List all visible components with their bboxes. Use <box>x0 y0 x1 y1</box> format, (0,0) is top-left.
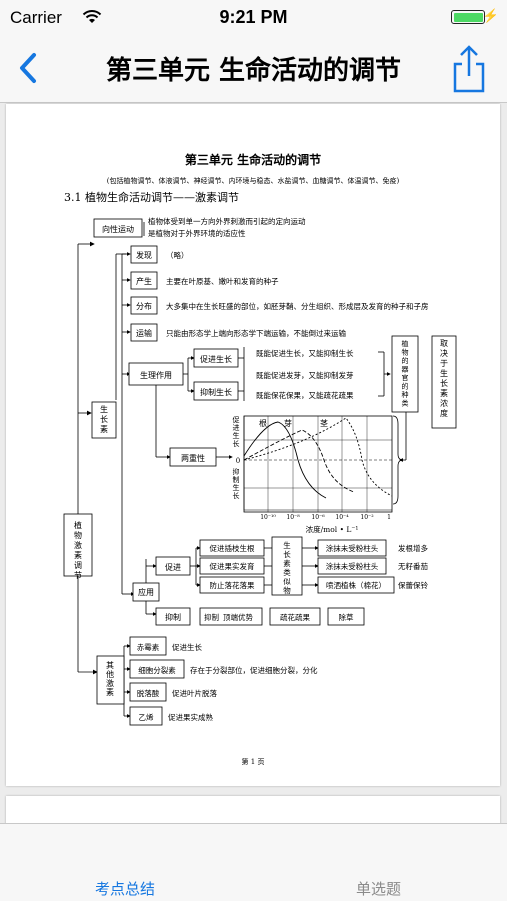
app-result-2: 涂抹未受粉柱头 <box>326 561 379 571</box>
hormone-desc-4: 促进果实成熟 <box>168 712 213 722</box>
production-desc: 主要在叶原基、嫩叶和发育的种子 <box>166 276 279 286</box>
x-tick-6: 1 <box>387 514 391 521</box>
app-outcome-1: 发根增多 <box>398 543 428 553</box>
application-box: 应用 <box>138 587 154 597</box>
hormone-name-1: 赤霉素 <box>137 642 160 652</box>
promote-box: 促进生长 <box>200 354 232 364</box>
analog-box-label-text: 生长素类似物 <box>283 540 291 595</box>
app-item-3: 防止落花落果 <box>210 580 255 590</box>
concentration-graph <box>243 415 393 513</box>
hormone-desc-1: 促进生长 <box>172 642 202 652</box>
status-bar: Carrier 9:21 PM ⚡ <box>0 0 507 36</box>
distribution-desc: 大多集中在生长旺盛的部位，如胚芽鞘、分生组织、形成层及发育的种子和子房 <box>166 301 429 311</box>
other-box-label-text: 其他激素 <box>106 661 114 697</box>
x-tick-5: 10⁻² <box>360 514 374 521</box>
x-tick-3: 10⁻⁶ <box>311 514 325 521</box>
share-icon[interactable] <box>451 42 487 94</box>
clock: 9:21 PM <box>219 7 288 27</box>
effect-line-2: 既能促进发芽，又能抑制发芽 <box>256 370 354 380</box>
promote-app-box: 促进 <box>165 562 181 572</box>
x-tick-1: 10⁻¹⁰ <box>260 514 276 521</box>
organ-box-label: 植物的器官的种类 <box>402 339 409 408</box>
transport-desc: 只能由形态学上端向形态学下端运输，不能倒过来运输 <box>166 328 346 338</box>
sensitivity-box-label: 取决于生长素浓度 <box>440 339 448 418</box>
battery-icon <box>451 10 485 24</box>
auxin-box-label-text: 生长素 <box>100 404 108 434</box>
inhibit-prefix: 抑制 <box>204 612 219 622</box>
carrier-label: Carrier <box>10 8 62 27</box>
app-result-1: 涂抹未受粉柱头 <box>326 543 379 553</box>
hormone-name-3: 脱落酸 <box>137 688 160 698</box>
chevron-left-icon[interactable] <box>14 48 44 88</box>
hormone-desc-2: 存在于分裂部位，促进细胞分裂，分化 <box>190 665 318 675</box>
x-tick-4: 10⁻⁴ <box>335 514 349 521</box>
tropism-desc-1: 植物体受到单一方向外界刺激而引起的定向运动 <box>148 216 306 226</box>
transport-box: 运输 <box>136 328 152 338</box>
organ-box-label-text: 植物的器官的种类 <box>402 339 409 408</box>
inhibit-app-box: 抑制 <box>165 612 181 622</box>
graph-label-stem: 茎 <box>320 418 328 428</box>
charging-icon: ⚡ <box>482 8 499 23</box>
graph-y-top-text: 促进生长 <box>233 415 240 448</box>
root-box-label: 植物激素调节 <box>74 520 82 580</box>
x-tick-2: 10⁻⁸ <box>286 514 300 521</box>
page-title: 第三单元 生命活动的调节 <box>105 56 402 86</box>
section-title: 3.1 植物生命活动调节——激素调节 <box>64 190 239 204</box>
inhibit-item-2: 疏花疏果 <box>280 612 310 622</box>
effect-line-3: 既能保花保果，又能疏花疏果 <box>256 390 354 400</box>
app-item-2: 促进果实发育 <box>210 561 255 571</box>
page-number: 第 1 页 <box>242 757 265 766</box>
hormone-name-4: 乙烯 <box>139 712 154 722</box>
graph-label-bud: 芽 <box>284 418 292 428</box>
tropism-box: 向性运动 <box>102 224 134 234</box>
root-box-label-text: 植物激素调节 <box>74 520 82 580</box>
tab-single-choice[interactable]: 单选题 <box>356 880 402 898</box>
auxin-box-label: 生长素 <box>100 404 108 434</box>
navigation-bar: 第三单元 生命活动的调节 <box>0 36 507 103</box>
doc-subheading: (包括植物调节、体液调节、神经调节、内环境与稳态、水盐调节、血糖调节、体温调节、… <box>107 176 400 185</box>
app-outcome-3: 保蕾保铃 <box>398 580 428 590</box>
discovery-desc: （略） <box>166 250 189 260</box>
tropism-desc-2: 是植物对于外界环境的适应性 <box>148 228 246 238</box>
graph-x-label: 浓度/mol • L⁻¹ <box>306 524 359 534</box>
hormone-name-2: 细胞分裂素 <box>138 665 176 675</box>
inhibit-box: 抑制生长 <box>200 387 232 397</box>
document-page[interactable]: 第三单元 生命活动的调节 (包括植物调节、体液调节、神经调节、内环境与稳态、水盐… <box>6 104 500 786</box>
graph-y-top: 促进生长 <box>233 415 240 448</box>
discovery-box: 发现 <box>136 250 152 260</box>
other-box-label: 其他激素 <box>106 661 114 697</box>
app-result-3: 喷洒植株（棉花） <box>326 580 386 590</box>
inhibit-item-3: 除草 <box>339 612 354 622</box>
graph-y-bottom-text: 抑制生长 <box>233 467 240 500</box>
inhibit-item-1: 顶端优势 <box>223 612 253 622</box>
analog-box-label: 生长素类似物 <box>283 540 291 595</box>
hormone-desc-3: 促进叶片脱落 <box>172 688 217 698</box>
production-box: 产生 <box>136 276 152 286</box>
wifi-icon <box>82 10 102 23</box>
app-outcome-2: 无籽番茄 <box>398 561 428 571</box>
doc-heading: 第三单元 生命活动的调节 <box>185 152 321 167</box>
graph-label-root: 根 <box>259 418 267 428</box>
physiology-box: 生理作用 <box>140 370 172 380</box>
tab-bar: 考点总结 单选题 <box>0 823 507 901</box>
duality-box: 两重性 <box>181 453 205 463</box>
app-item-1: 促进插枝生根 <box>210 543 255 553</box>
graph-y-zero: 0 <box>236 457 240 465</box>
graph-y-bottom: 抑制生长 <box>233 467 240 500</box>
tab-summary[interactable]: 考点总结 <box>95 880 156 898</box>
concept-map: 第三单元 生命活动的调节 (包括植物调节、体液调节、神经调节、内环境与稳态、水盐… <box>63 152 457 766</box>
sensitivity-box-label-text: 取决于生长素浓度 <box>440 339 448 418</box>
distribution-box: 分布 <box>136 301 152 311</box>
effect-line-1: 既能促进生长，又能抑制生长 <box>256 348 354 358</box>
